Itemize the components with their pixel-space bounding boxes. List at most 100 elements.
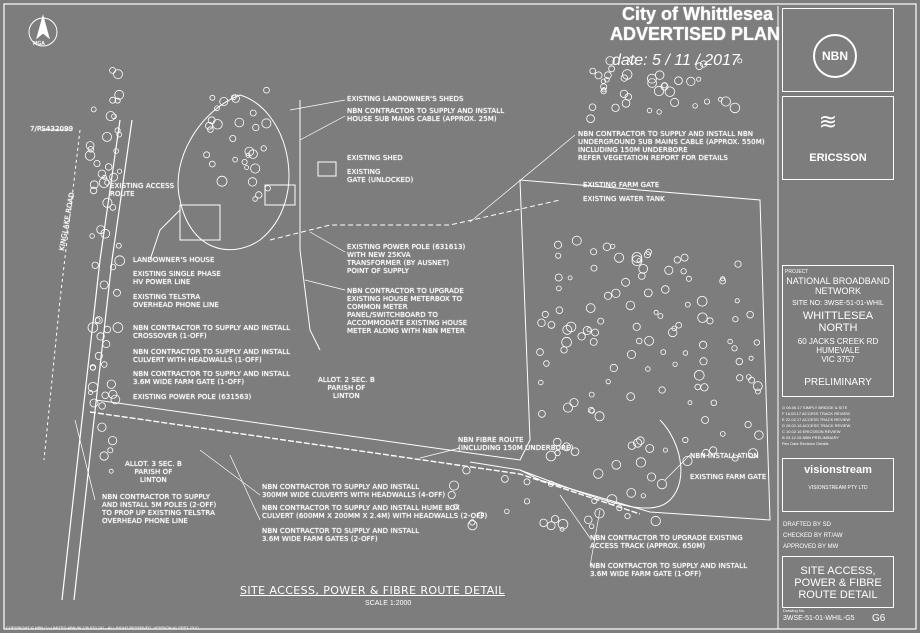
tree-symbol	[555, 306, 564, 314]
tree-symbol	[588, 523, 595, 529]
tree-symbol	[504, 508, 510, 515]
tree-symbol	[685, 275, 692, 282]
stamp-date-label: date:	[612, 52, 648, 69]
label-single-phase: EXISTING SINGLE PHASE HV POWER LINE	[133, 270, 221, 286]
tree-symbol	[611, 459, 622, 470]
tree-symbol	[734, 298, 740, 304]
site-number: SITE No: 3WSE-51-01-WHIL	[792, 300, 884, 307]
project-label: Project	[785, 269, 809, 275]
tree-symbol	[647, 472, 657, 482]
tree-symbol	[546, 521, 556, 531]
tree-symbol	[658, 386, 666, 394]
tree-symbol	[719, 277, 727, 285]
tree-symbol	[252, 196, 258, 202]
label-landowner-sheds: EXISTING LANDOWNER'S SHEDS	[347, 95, 464, 103]
tree-symbol	[109, 204, 117, 211]
tree-symbol	[635, 457, 647, 468]
tree-symbol	[673, 256, 681, 264]
tree-symbol	[89, 180, 99, 190]
label-poles: NBN CONTRACTOR TO SUPPLY AND INSTALL 5m …	[102, 493, 217, 525]
tree-symbol	[682, 455, 693, 466]
drafted-by-value: SD	[822, 522, 831, 528]
label-existing-gate: EXISTING GATE (UNLOCKED)	[347, 168, 414, 184]
tree-symbol	[727, 338, 733, 345]
tree-symbol	[586, 327, 592, 333]
tree-symbol	[709, 446, 718, 455]
tree-symbol	[702, 448, 710, 457]
tree-symbol	[114, 89, 125, 100]
tree-symbol	[102, 340, 111, 349]
tree-symbol	[748, 376, 755, 384]
tree-symbol	[621, 277, 630, 287]
telstra-line	[43, 129, 81, 461]
tree-symbol	[557, 518, 569, 530]
tree-symbol	[113, 148, 119, 154]
tree-symbol	[98, 402, 106, 410]
tree-symbol	[644, 335, 654, 346]
tree-symbol	[555, 252, 562, 259]
tree-symbol	[661, 82, 668, 89]
tree-symbol	[96, 332, 105, 341]
tree-symbol	[748, 355, 754, 361]
tree-symbol	[229, 134, 237, 142]
tree-symbol	[110, 394, 121, 405]
tree-symbol	[209, 160, 216, 168]
tree-symbol	[627, 349, 637, 359]
tree-symbol	[588, 391, 595, 398]
tree-symbol	[704, 98, 711, 105]
tree-symbol	[554, 449, 561, 457]
shed-outline	[264, 184, 296, 206]
advertised-plan-heading: ADVERTISED PLAN	[610, 24, 781, 44]
tree-symbol	[97, 422, 107, 432]
tree-symbol	[115, 242, 122, 249]
tree-symbol	[252, 123, 260, 132]
tree-symbol	[89, 398, 99, 408]
tree-symbol	[264, 185, 271, 192]
tree-symbol	[632, 322, 641, 331]
tree-symbol	[89, 233, 95, 239]
label-farm-gates-2: NBN CONTRACTOR TO SUPPLY AND INSTALL 3.6…	[262, 527, 420, 543]
tree-symbol	[636, 436, 645, 445]
tree-symbol	[620, 74, 628, 82]
tree-symbol	[594, 508, 605, 519]
tree-symbol	[600, 83, 608, 91]
tree-symbol	[590, 264, 598, 272]
tree-symbol	[244, 146, 255, 157]
tree-symbol	[113, 288, 121, 297]
tree-symbol	[554, 273, 563, 282]
tree-symbol	[231, 94, 237, 101]
tree-symbol	[657, 313, 664, 319]
tree-symbol	[591, 328, 599, 337]
tree-symbol	[608, 65, 615, 73]
tree-symbol	[104, 179, 110, 186]
tree-symbol	[736, 374, 744, 382]
vegetation	[84, 56, 764, 532]
tree-symbol	[261, 118, 272, 129]
tree-symbol	[731, 454, 739, 462]
tree-symbol	[547, 321, 556, 329]
tree-symbol	[232, 156, 238, 163]
tree-symbol	[469, 519, 476, 526]
revision-row: B 03.12.15 NBN PRELIMINARY	[782, 435, 840, 440]
tree-symbol	[234, 117, 245, 128]
label-crossover: NBN CONTRACTOR TO SUPPLY AND INSTALL CRO…	[133, 324, 291, 340]
council-name: City of Whittlesea	[622, 4, 774, 24]
label-box-culvert: NBN CONTRACTOR TO SUPPLY AND INSTALL HUM…	[262, 504, 488, 520]
label-nbn-sub-mains: NBN CONTRACTOR TO SUPPLY AND INSTALL HOU…	[347, 107, 505, 123]
tree-symbol	[108, 435, 118, 446]
tree-symbol	[604, 291, 613, 300]
tree-symbol	[701, 416, 709, 424]
tree-symbol	[538, 379, 544, 386]
label-power-pole-2: EXISTING POWER POLE (631563)	[133, 393, 252, 401]
tree-symbol	[720, 96, 731, 107]
tree-symbol	[647, 78, 657, 88]
revision-number: G6	[872, 613, 886, 624]
tree-symbol	[100, 228, 111, 239]
label-existing-farm-gate-right: EXISTING FARM GATE	[690, 473, 767, 481]
tree-symbol	[735, 357, 743, 366]
tree-symbol	[656, 478, 668, 490]
tree-symbol	[699, 60, 708, 68]
tree-symbol	[698, 340, 708, 349]
